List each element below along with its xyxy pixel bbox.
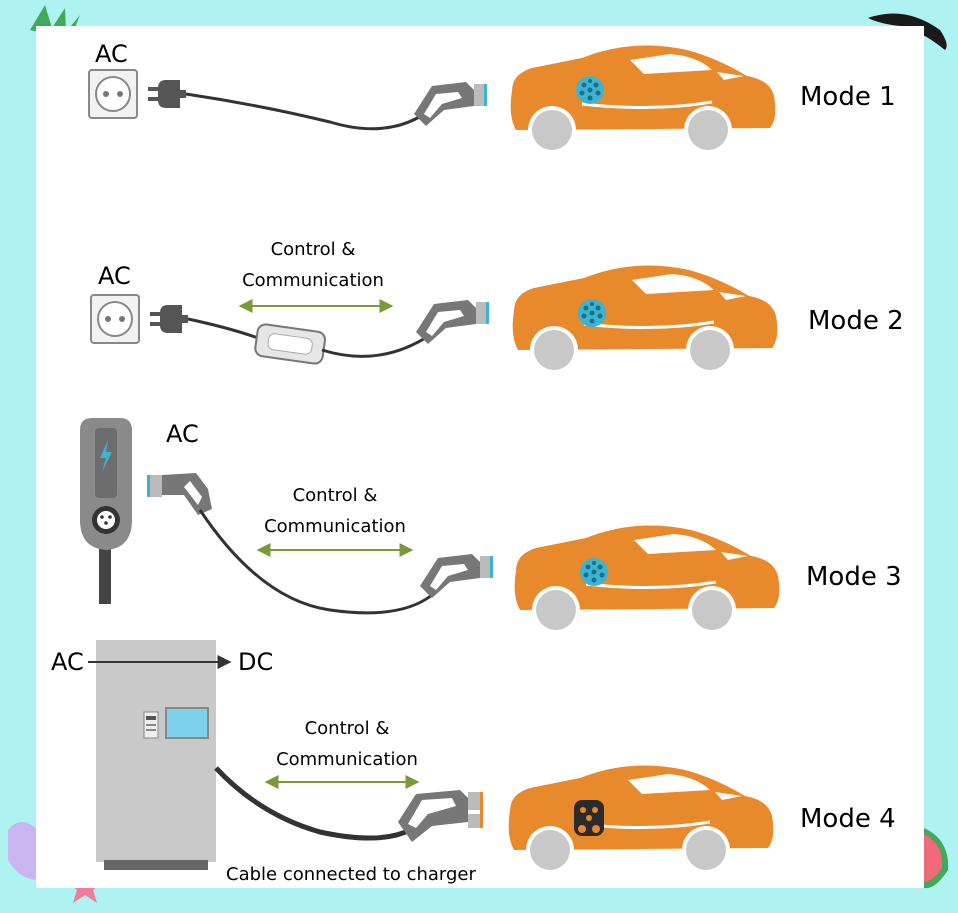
mode-2-label: Mode 2 [808, 306, 904, 336]
lightning-icon [100, 440, 112, 472]
plug-icon [150, 305, 188, 333]
ac-inlet-icon [578, 299, 606, 327]
mode-4-control-label: Control & Communication [262, 713, 432, 775]
mode-4-dc-label: DC [238, 648, 274, 676]
ac-inlet-icon [576, 76, 604, 104]
charging-cable [321, 333, 431, 358]
connector-handle-icon [398, 790, 483, 842]
shell-decor [8, 821, 36, 880]
mode-2-control-label: Control & Communication [228, 234, 398, 296]
mode-4-row [88, 640, 775, 876]
control-line-2: Communication [264, 516, 406, 537]
charging-cable [214, 766, 412, 841]
control-line-2: Communication [242, 270, 384, 291]
mode-1-label: Mode 1 [800, 82, 896, 112]
connector-handle-icon [416, 300, 489, 344]
in-cable-control-box [254, 323, 326, 365]
mode-1-ac-label: AC [95, 40, 128, 68]
control-line-1: Control & [270, 239, 356, 260]
dc-inlet-icon [574, 800, 604, 836]
mode-1-row [88, 44, 777, 156]
car-icon [511, 264, 779, 376]
car-icon [509, 44, 777, 156]
connector-handle-icon [147, 473, 212, 515]
charging-cable [185, 92, 431, 131]
mode-3-row [80, 418, 781, 636]
wallbox-icon [80, 418, 132, 604]
control-line-2: Communication [276, 749, 418, 770]
connector-handle-icon [420, 554, 493, 598]
mode-4-label: Mode 4 [800, 804, 896, 834]
mode-2-ac-label: AC [98, 262, 131, 290]
wall-socket-icon [90, 294, 140, 344]
connector-handle-icon [414, 82, 487, 126]
ac-inlet-icon [580, 558, 608, 586]
mode-3-label: Mode 3 [806, 562, 902, 592]
charging-cable [187, 317, 259, 340]
watermelon-decor [924, 828, 949, 889]
dc-charger-icon [96, 640, 216, 870]
mode-4-ac-label: AC [51, 648, 84, 676]
control-line-1: Control & [304, 718, 390, 739]
charging-cable [198, 509, 433, 615]
control-line-1: Control & [292, 485, 378, 506]
mode-2-row [90, 264, 779, 376]
cable-note-label: Cable connected to charger [226, 864, 476, 885]
plug-icon [148, 80, 186, 108]
car-icon [507, 764, 775, 876]
wall-socket-icon [88, 69, 138, 119]
mode-3-ac-label: AC [166, 420, 199, 448]
mode-3-control-label: Control & Communication [250, 480, 420, 542]
bird-decor [868, 13, 947, 50]
car-icon [513, 524, 781, 636]
